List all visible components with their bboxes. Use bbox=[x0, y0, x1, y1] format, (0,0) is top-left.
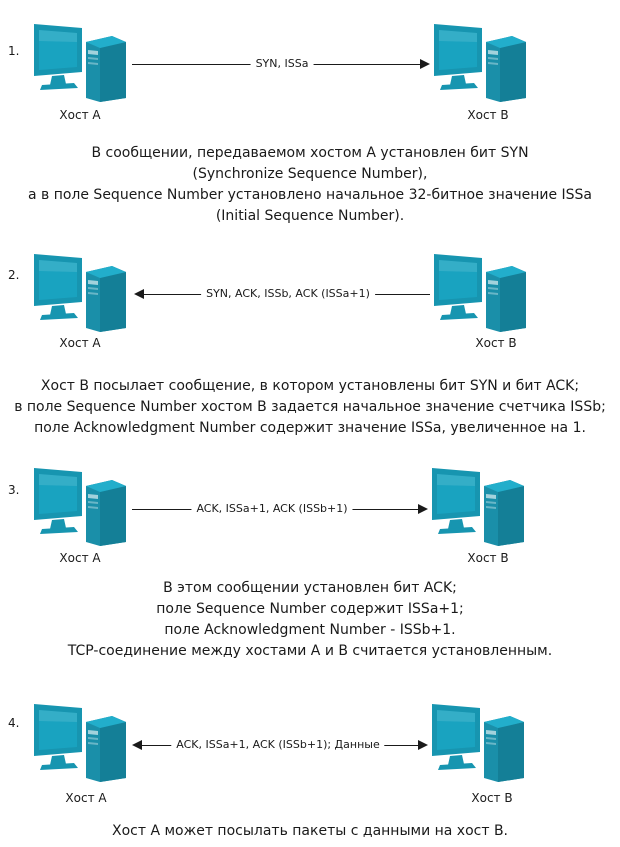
host-b-computer-icon bbox=[430, 22, 530, 104]
message-label: SYN, ACK, ISSb, ACK (ISSa+1) bbox=[201, 287, 375, 300]
arrowhead-right-icon bbox=[420, 59, 430, 69]
host-a-label: Хост А bbox=[59, 108, 101, 122]
description-line: поле Sequence Number содержит ISSa+1; bbox=[156, 601, 464, 617]
step-number: 1. bbox=[8, 44, 20, 58]
host-b-computer-icon bbox=[430, 252, 530, 334]
arrowhead-right-icon bbox=[418, 740, 428, 750]
step-number: 3. bbox=[8, 483, 20, 497]
host-a-computer-icon bbox=[30, 702, 130, 784]
host-b-label: Хост В bbox=[475, 336, 517, 350]
description-line: TCP-соединение между хостами А и В счита… bbox=[67, 643, 553, 659]
description-line: В сообщении, передаваемом хостом А устан… bbox=[91, 145, 529, 161]
host-a-computer-icon bbox=[30, 22, 130, 104]
host-a-computer-icon bbox=[30, 466, 130, 548]
step-number: 2. bbox=[8, 268, 20, 282]
host-b-computer-icon bbox=[428, 466, 528, 548]
host-a-label: Хост А bbox=[65, 791, 107, 805]
host-a-label: Хост А bbox=[59, 551, 101, 565]
host-a-label: Хост А bbox=[59, 336, 101, 350]
description-line: поле Acknowledgment Number - ISSb+1. bbox=[164, 622, 456, 638]
description-line: (Synchronize Sequence Number), bbox=[192, 166, 428, 182]
arrowhead-left-icon bbox=[132, 740, 142, 750]
description-line: поле Acknowledgment Number содержит знач… bbox=[34, 420, 586, 436]
message-label: ACK, ISSa+1, ACK (ISSb+1) bbox=[191, 502, 353, 515]
description-line: а в поле Sequence Number установлено нач… bbox=[27, 187, 593, 203]
message-arrow: SYN, ISSa bbox=[132, 57, 430, 71]
message-arrow: SYN, ACK, ISSb, ACK (ISSa+1) bbox=[134, 287, 430, 301]
step-description: Хост А может посылать пакеты с данными н… bbox=[0, 821, 620, 842]
arrowhead-right-icon bbox=[418, 504, 428, 514]
host-b-computer-icon bbox=[428, 702, 528, 784]
step-number: 4. bbox=[8, 716, 20, 730]
description-line: В этом сообщении установлен бит ACK; bbox=[163, 580, 457, 596]
description-line: в поле Sequence Number хостом В задается… bbox=[14, 399, 606, 415]
message-label: ACK, ISSa+1, ACK (ISSb+1); Данные bbox=[171, 738, 385, 751]
description-line: Хост В посылает сообщение, в котором уст… bbox=[40, 378, 580, 394]
host-b-label: Хост В bbox=[467, 551, 509, 565]
arrowhead-left-icon bbox=[134, 289, 144, 299]
message-arrow: ACK, ISSa+1, ACK (ISSb+1) bbox=[132, 502, 428, 516]
step-description: В сообщении, передаваемом хостом А устан… bbox=[0, 143, 620, 227]
description-line: (Initial Sequence Number). bbox=[215, 208, 405, 224]
description-line: Хост А может посылать пакеты с данными н… bbox=[111, 823, 509, 839]
step-description: Хост В посылает сообщение, в котором уст… bbox=[0, 376, 620, 439]
host-b-label: Хост В bbox=[467, 108, 509, 122]
host-b-label: Хост В bbox=[471, 791, 513, 805]
message-arrow: ACK, ISSa+1, ACK (ISSb+1); Данные bbox=[132, 738, 428, 752]
message-label: SYN, ISSa bbox=[250, 57, 314, 70]
step-description: В этом сообщении установлен бит ACK; пол… bbox=[0, 578, 620, 662]
host-a-computer-icon bbox=[30, 252, 130, 334]
